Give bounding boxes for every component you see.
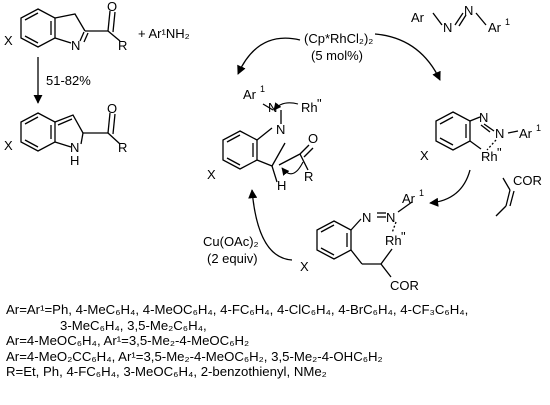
aryl-ar1-label: Ar xyxy=(488,20,502,35)
atom-n-label: N xyxy=(71,38,80,53)
aryl-ar1-superscript: 1 xyxy=(505,17,510,27)
cyclized-rh-charge: " xyxy=(317,96,322,111)
product-substituent-x-label: X xyxy=(4,138,13,153)
cyclized-ar1-label: Ar xyxy=(243,87,257,102)
aryl-ar-label: Ar xyxy=(411,10,425,25)
cyclized-o-label: O xyxy=(308,131,318,146)
rhodacycle-n1-label: N xyxy=(479,110,488,125)
scope-line-5: R=Et, Ph, 4-FC₆H₄, 3-MeOC₆H₄, 2-benzothi… xyxy=(6,364,327,380)
rhodacycle-x-label: X xyxy=(420,148,429,163)
yield-label: 51-82% xyxy=(46,73,91,88)
azo-n1-label: N xyxy=(443,20,452,35)
scope-line-4: Ar=4-MeO₂CC₆H₄, Ar¹=3,5-Me₂-4-MeOC₆H₂, 3… xyxy=(6,348,383,364)
alkyl-ar1-label: Ar xyxy=(402,191,416,206)
cyclized-x-label: X xyxy=(207,167,216,182)
product-structure xyxy=(20,112,121,152)
alkyl-rh-charge: " xyxy=(401,229,406,244)
cyclized-rh-label: Rh xyxy=(301,100,318,115)
product-carbonyl-o-label: O xyxy=(107,101,117,116)
oxidant-label: Cu(OAc)₂ xyxy=(203,234,259,249)
r-group-label: R xyxy=(118,38,127,53)
product-r-group-label: R xyxy=(118,140,127,155)
alkyl-x-label: X xyxy=(300,259,309,274)
catalyst-loading-label: (5 mol%) xyxy=(311,48,363,63)
oxidant-loading-label: (2 equiv) xyxy=(207,251,258,266)
scope-line-1: Ar=Ar¹=Ph, 4-MeC₆H₄, 4-MeOC₆H₄, 4-FC₆H₄,… xyxy=(6,302,469,317)
rhodacycle-rh-label: Rh xyxy=(481,149,498,164)
azobenzene-structure xyxy=(432,12,487,27)
cyclized-n1-label: N xyxy=(268,100,277,115)
bond-formation-arrow xyxy=(281,161,304,176)
cyclized-h-label: H xyxy=(277,178,286,193)
scope-line-2: 3-MeC₆H₄, 3,5-Me₂C₆H₄, xyxy=(60,317,207,333)
cycle-arrow-to-azobenzene xyxy=(374,33,441,81)
azo-n2-label: N xyxy=(464,3,473,18)
cyclized-n2-label: N xyxy=(276,122,285,137)
cyclized-intermediate-structure xyxy=(222,103,314,183)
cyclized-ar1-superscript: 1 xyxy=(260,84,265,94)
alkyl-rh-intermediate-structure xyxy=(316,201,413,278)
cycle-arrow-release xyxy=(237,37,301,75)
catalyst-label: (Cp*RhCl₂)₂ xyxy=(304,31,373,46)
alkyl-n1-label: N xyxy=(362,210,371,225)
rhodacycle-ar1-label: Ar xyxy=(519,126,533,141)
alkyl-ar1-superscript: 1 xyxy=(419,188,424,198)
enone-cor-label: COR xyxy=(513,173,542,188)
cycle-arrow-to-cyclized xyxy=(248,189,293,261)
cyclized-r-label: R xyxy=(304,169,313,184)
substrate-scope-notes: Ar=Ar¹=Ph, 4-MeC₆H₄, 4-MeOC₆H₄, 4-FC₆H₄,… xyxy=(6,302,546,380)
enone-structure xyxy=(495,177,515,217)
indole-nh-label: N xyxy=(70,140,79,155)
alkyl-rh-label: Rh xyxy=(385,233,402,248)
reaction-scheme: X N O R + Ar¹NH₂ X N H O R 51-82% (Cp*Rh… xyxy=(4,0,542,293)
substituent-x-label: X xyxy=(4,33,13,48)
electron-flow-arrow xyxy=(273,102,299,111)
rhodacycle-rh-charge: " xyxy=(497,145,502,160)
rhodacycle-structure xyxy=(435,111,519,151)
amine-byproduct-label: + Ar¹NH₂ xyxy=(138,26,190,41)
indole-h-label: H xyxy=(70,153,79,168)
scope-line-3: Ar=4-MeOC₆H₄, Ar¹=3,5-Me₂-4-MeOC₆H₂ xyxy=(6,333,250,349)
alkyl-n2-label: N xyxy=(386,210,395,225)
rhodacycle-n2-label: N xyxy=(495,126,504,141)
starting-material-structure xyxy=(20,8,121,48)
rhodacycle-ar1-superscript: 1 xyxy=(536,123,541,133)
alkyl-cor-label: COR xyxy=(390,278,419,293)
carbonyl-o-label: O xyxy=(107,0,117,14)
cycle-arrow-to-alkyl xyxy=(429,169,471,207)
